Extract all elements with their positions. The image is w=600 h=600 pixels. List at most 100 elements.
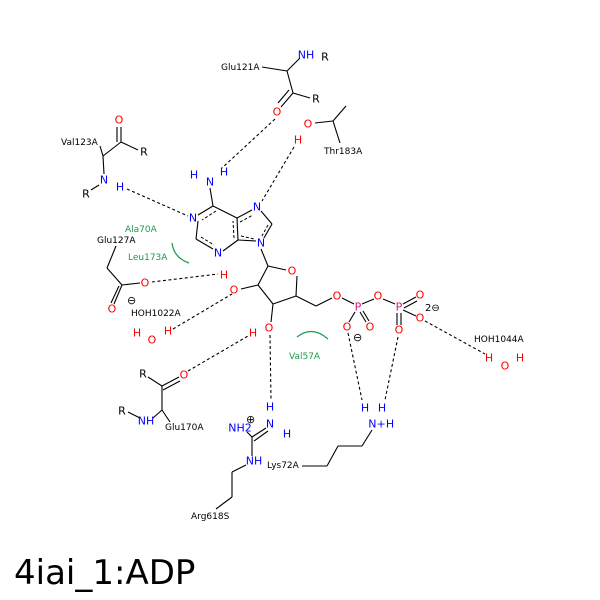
aromatic-bond (232, 220, 235, 239)
atom-label: H (361, 402, 369, 415)
atom-label: O (333, 290, 342, 303)
bond (120, 141, 139, 151)
bond (106, 245, 117, 269)
hydrophobic-label-leu173: Leu173A (128, 253, 168, 263)
bond (315, 297, 333, 307)
atom-label: N (214, 247, 222, 260)
atom-label: O (141, 277, 150, 290)
atom-label: H (294, 134, 302, 147)
atom-label: H (516, 352, 524, 365)
atom-label: N+ (368, 418, 385, 431)
atom-label: H (266, 401, 274, 414)
bond (263, 223, 273, 239)
bond (102, 155, 105, 175)
hydrogen-bond (269, 334, 272, 401)
atom-label: H (386, 418, 394, 431)
hydrogen-bond (347, 332, 363, 401)
bond (251, 427, 267, 438)
atom-label: N (253, 201, 261, 214)
aromatic-bond (240, 235, 255, 240)
residue-label-glu170: Glu170A (165, 423, 204, 433)
atom-label: N (100, 174, 108, 187)
charge-phosphate-terminal: 2⊖ (425, 303, 440, 314)
atom-label: O (501, 360, 510, 373)
atom-label: O (180, 369, 189, 382)
bond (161, 409, 171, 423)
bond (231, 464, 247, 473)
bond (332, 120, 341, 144)
atom-label: N (189, 212, 197, 225)
atom-label: O (416, 312, 425, 325)
bond (253, 430, 269, 442)
bond (110, 285, 120, 304)
bond (147, 376, 163, 387)
atom-label: O (273, 106, 282, 119)
diagram-title: 4iai_1:ADP (14, 553, 195, 593)
atom-label: NH (246, 455, 263, 468)
bond (270, 303, 274, 323)
atom-label: N (206, 176, 214, 189)
hydrogen-bond (384, 336, 399, 401)
bond (295, 295, 317, 307)
atom-label: O (343, 321, 352, 334)
atom-label: NH (138, 415, 155, 428)
bond (361, 429, 373, 447)
residue-label-val123: Val123A (61, 138, 99, 148)
atom-label: O (395, 324, 404, 337)
atom-label: H (220, 269, 228, 282)
bond (236, 217, 239, 241)
aromatic-bond (200, 236, 215, 246)
atom-label: R (139, 368, 147, 381)
atom-label: O (416, 289, 425, 302)
hydrogen-bond (424, 320, 486, 355)
atom-label: P (396, 301, 403, 314)
hydrogen-bond (151, 273, 219, 283)
residue-label-arg618: Arg618S (191, 512, 230, 522)
atom-label: R (82, 188, 90, 201)
atom-label: O (288, 265, 297, 278)
residue-label-glu121: Glu121A (221, 63, 260, 73)
hydrogen-bond (187, 335, 249, 372)
bond (295, 275, 298, 297)
bond (257, 284, 274, 305)
bond (382, 298, 396, 305)
atom-label: O (374, 290, 383, 303)
bond (257, 265, 269, 286)
atom-label: R (321, 51, 329, 64)
bond (402, 296, 417, 305)
bond (272, 295, 297, 305)
bond (246, 431, 253, 438)
bond (348, 311, 356, 323)
bond (403, 300, 418, 309)
bond (195, 238, 214, 250)
atom-label: O (366, 321, 375, 334)
charge-glu127: ⊖ (127, 294, 136, 307)
atom-label: H (249, 327, 257, 340)
bonds (90, 57, 418, 510)
bond (402, 309, 417, 317)
bond (162, 380, 181, 391)
bond (197, 205, 214, 216)
atom-label: R (140, 146, 148, 159)
atom-label: O (148, 334, 157, 347)
atom-label: H (283, 428, 291, 441)
residue-label-lys72: Lys72A (267, 461, 300, 471)
bond (332, 105, 347, 122)
bond (90, 184, 100, 191)
aromatic-bond (239, 214, 254, 223)
bond (267, 265, 287, 271)
bond (326, 445, 339, 467)
bond (292, 92, 311, 99)
bond (113, 284, 123, 305)
atom-label: N (257, 237, 265, 250)
bond (161, 376, 180, 387)
bond (215, 496, 233, 510)
atom-label: P (355, 301, 362, 314)
bond (102, 141, 122, 157)
bond (127, 411, 141, 419)
hydrogen-bond (172, 293, 233, 330)
aromatic-bond (201, 210, 217, 221)
atom-label: NH2 (228, 422, 252, 435)
bond (121, 282, 141, 286)
